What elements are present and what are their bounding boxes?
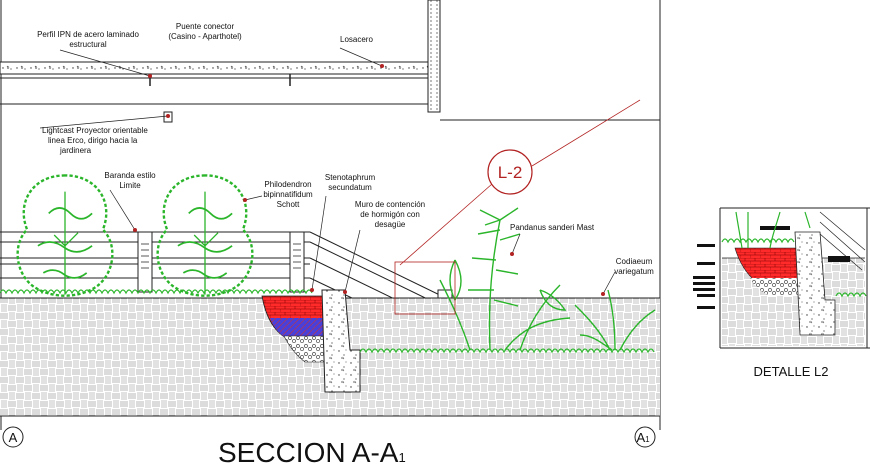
label-puente-2: (Casino - Aparthotel) bbox=[168, 32, 242, 41]
label-perfil-1: Perfil IPN de acero laminado bbox=[37, 30, 139, 39]
label-lightcast-2: linea Erco, dirigo hacia la bbox=[48, 136, 138, 145]
label-lightcast-1: Lightcast Proyector orientable bbox=[42, 126, 148, 135]
label-philo-1: Philodendron bbox=[264, 180, 311, 189]
label-steno-2: secundatum bbox=[328, 183, 372, 192]
label-muro-2: de hormigón con bbox=[360, 210, 420, 219]
label-baranda-2: Limite bbox=[119, 181, 141, 190]
callout-bubble: L-2 bbox=[394, 99, 641, 315]
bridge-slab bbox=[0, 0, 660, 123]
axis-markers: A A1 bbox=[2, 426, 656, 448]
label-perfil-2: estructural bbox=[69, 40, 107, 49]
labels: Puente conector (Casino - Aparthotel) Pe… bbox=[37, 22, 654, 276]
leader-lines bbox=[39, 47, 616, 295]
section-title: SECCION A-A1 bbox=[218, 437, 406, 468]
label-steno-1: Stenotaphrum bbox=[325, 173, 376, 182]
detail-title: DETALLE L2 bbox=[754, 364, 829, 379]
grass-strip bbox=[0, 289, 655, 354]
leader-dots bbox=[133, 64, 605, 296]
label-philo-3: Schott bbox=[277, 200, 300, 209]
label-codiaeum-1: Codiaeum bbox=[616, 257, 653, 266]
label-codiaeum-2: variegatum bbox=[614, 267, 654, 276]
label-puente-1: Puente conector bbox=[176, 22, 235, 31]
label-losacero: Losacero bbox=[340, 35, 373, 44]
label-philo-2: bipinnatifidum bbox=[263, 190, 313, 199]
label-pandanus: Pandanus sanderi Mast bbox=[510, 223, 595, 232]
detail-l2: DETALLE L2 bbox=[693, 211, 867, 379]
callout-label: L-2 bbox=[498, 163, 523, 182]
axis-marker-left: A bbox=[9, 430, 18, 445]
label-lightcast-3: jardinera bbox=[59, 146, 92, 155]
label-baranda-1: Baranda estilo bbox=[104, 171, 156, 180]
axis-marker-right: A1 bbox=[636, 430, 650, 445]
detail-side-marks bbox=[693, 244, 715, 309]
label-muro-1: Muro de contención bbox=[355, 200, 425, 209]
label-muro-3: desagüe bbox=[375, 220, 406, 229]
codiaeum-plant bbox=[574, 289, 656, 351]
